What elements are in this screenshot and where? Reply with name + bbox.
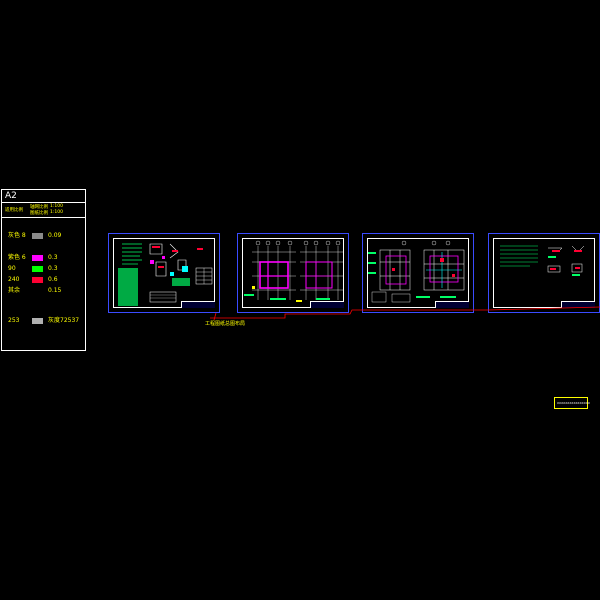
- sheet-frame: [113, 238, 215, 308]
- annotation-tag-text: XXXXXXXXXXXXXXXX: [557, 401, 590, 405]
- scale-1-label: 轴网比例: [30, 205, 48, 210]
- sheet-4-content: [500, 245, 585, 276]
- legend-row-value: 0.09: [48, 232, 62, 239]
- sheet-3-content: [368, 240, 465, 303]
- color-swatch: [32, 255, 43, 261]
- color-swatch: [32, 233, 43, 239]
- color-swatch: [32, 277, 43, 283]
- scale-2-value: 1:100: [50, 210, 63, 215]
- sheet-frame: [367, 238, 469, 308]
- annotation-tag-box[interactable]: XXXXXXXXXXXXXXXX: [554, 397, 590, 409]
- legend-row-value: 0.6: [48, 276, 58, 283]
- drawing-sheet-2[interactable]: [237, 233, 349, 313]
- legend-row-name: 90: [8, 265, 16, 272]
- sheet-frame: [493, 238, 595, 308]
- layout-callout-label: 工程图纸总图布局: [205, 321, 246, 327]
- drawing-sheet-3[interactable]: [362, 233, 474, 313]
- legend-row-value: 0.15: [48, 287, 62, 294]
- color-swatch: [32, 266, 43, 272]
- sheet-2-content: [244, 240, 344, 302]
- pen-legend-panel: A2 适用比例 轴网比例 1:100 图纸比例 1:100 灰色 8 0.09 …: [1, 189, 86, 351]
- paper-size-label: A2: [2, 190, 85, 203]
- title-block: [561, 301, 595, 308]
- scale-2-label: 图纸比例: [30, 211, 48, 216]
- legend-row-name: 其余: [8, 287, 21, 294]
- title-block: [435, 301, 469, 308]
- sheet-1-content: [118, 243, 213, 306]
- legend-row-name: 253: [8, 317, 20, 324]
- sheet-frame: [242, 238, 344, 308]
- legend-row-name: 灰色 8: [8, 232, 26, 239]
- scale-section: 适用比例 轴网比例 1:100 图纸比例 1:100: [2, 203, 85, 218]
- scale-1-value: 1:100: [50, 204, 63, 209]
- color-swatch: [32, 318, 43, 324]
- legend-row-value: 0.3: [48, 254, 58, 261]
- legend-row-value: 灰度72537: [48, 317, 80, 324]
- legend-row-name: 紫色 6: [8, 254, 26, 261]
- title-block: [310, 301, 344, 308]
- title-block: [181, 301, 215, 308]
- drawing-sheet-1[interactable]: [108, 233, 220, 313]
- notes-block: [118, 268, 138, 306]
- scale-title: 适用比例: [5, 208, 23, 213]
- legend-row-value: 0.3: [48, 265, 58, 272]
- link-line: [210, 306, 600, 319]
- legend-row-name: 240: [8, 276, 20, 283]
